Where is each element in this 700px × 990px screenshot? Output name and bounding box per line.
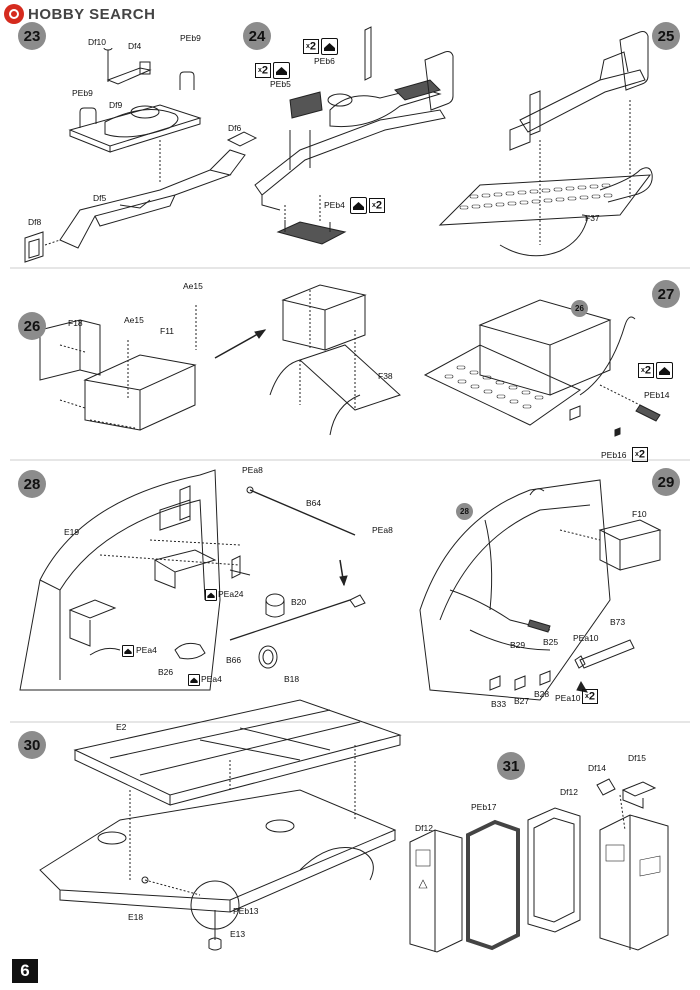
photo-etch-icon [205, 589, 217, 601]
step-23-badge: 23 [18, 22, 46, 50]
qty-value: 2 [588, 690, 596, 703]
part-label-b28: B28 [534, 689, 550, 699]
part-label-ae15: Ae15 [183, 281, 203, 291]
qty-pea10: x2 [582, 689, 599, 704]
step24-drawing [254, 26, 454, 245]
step30-drawing [39, 699, 402, 951]
part-label-df5: Df5 [93, 193, 107, 203]
part-label-e19: E19 [64, 527, 80, 537]
photo-etch-icon [656, 362, 674, 379]
part-label-peb5: PEb5 [270, 79, 291, 89]
part-label-df15: Df15 [628, 753, 646, 763]
photo-etch-icon [188, 674, 200, 686]
part-label-df4: Df4 [128, 41, 142, 51]
step29-drawing [419, 479, 662, 701]
part-label-df12: Df12 [560, 787, 578, 797]
part-label-pea10: PEa10 [573, 633, 599, 643]
part-label-peb4: PEb4 [324, 200, 345, 210]
qty-value: 2 [375, 199, 383, 212]
part-label-pea4: PEa4 [201, 674, 222, 684]
part-label-b18: B18 [284, 674, 300, 684]
part-label-e2: E2 [116, 722, 127, 732]
photo-etch-icon [321, 38, 339, 55]
qty-value: 2 [644, 364, 652, 377]
photo-etch-icon [122, 645, 134, 657]
step25-drawing [438, 31, 653, 257]
step-29-badge: 29 [652, 468, 680, 496]
part-label-b20: B20 [291, 597, 307, 607]
part-label-peb17: PEb17 [471, 802, 497, 812]
part-label-df14: Df14 [588, 763, 606, 773]
part-label-f38: F38 [378, 371, 393, 381]
step-27-badge: 27 [652, 280, 680, 308]
part-label-df8: Df8 [28, 217, 42, 227]
part-label-df10: Df10 [88, 37, 106, 47]
part-label-peb16: PEb16 [601, 450, 627, 460]
qty-peb5: x2 [255, 62, 291, 79]
part-label-b26: B26 [158, 667, 174, 677]
qty-value: 2 [309, 40, 317, 53]
part-label-peb9: PEb9 [180, 33, 201, 43]
part-label-peb9: PEb9 [72, 88, 93, 98]
photo-etch-icon [273, 62, 291, 79]
part-label-df6: Df6 [228, 123, 242, 133]
qty-peb6: x2 [303, 38, 339, 55]
photo-etch-icon [350, 197, 367, 214]
step27-drawing [423, 299, 661, 437]
hobby-search-logo: HOBBY SEARCH [4, 3, 155, 25]
part-label-b25: B25 [543, 637, 559, 647]
part-label-df12: Df12 [415, 823, 433, 833]
part-label-pea8: PEa8 [242, 465, 263, 475]
qty-value: 2 [261, 64, 269, 77]
step28-drawing [19, 469, 366, 691]
part-label-f18: F18 [68, 318, 83, 328]
qty-peb14: x2 [638, 362, 674, 379]
step-ref-28-badge: 28 [456, 503, 473, 520]
step26-drawing [39, 284, 401, 436]
step23-drawing [24, 47, 258, 263]
step-25-badge: 25 [652, 22, 680, 50]
part-label-peb14: PEb14 [644, 390, 670, 400]
part-label-peb13: PEb13 [233, 906, 259, 916]
step-24-badge: 24 [243, 22, 271, 50]
step-ref-26-badge: 26 [571, 300, 588, 317]
part-label-f10: F10 [632, 509, 647, 519]
part-label-ae15: Ae15 [124, 315, 144, 325]
part-label-df9: Df9 [109, 100, 123, 110]
part-label-pea10: PEa10 [555, 693, 581, 703]
panel-dividers [10, 267, 690, 723]
part-label-b73: B73 [610, 617, 626, 627]
part-label-peb6: PEb6 [314, 56, 335, 66]
step-28-badge: 28 [18, 470, 46, 498]
page-number: 6 [12, 959, 38, 983]
step-30-badge: 30 [18, 731, 46, 759]
part-label-b66: B66 [226, 655, 242, 665]
step-31-badge: 31 [497, 752, 525, 780]
logo-text: HOBBY SEARCH [28, 5, 156, 23]
part-label-pea4: PEa4 [136, 645, 157, 655]
part-label-b27: B27 [514, 696, 530, 706]
part-label-b64: B64 [306, 498, 322, 508]
logo-badge-icon [4, 4, 24, 24]
part-label-e13: E13 [230, 929, 246, 939]
part-label-b29: B29 [510, 640, 526, 650]
qty-value: 2 [638, 448, 646, 461]
step-26-badge: 26 [18, 312, 46, 340]
qty-peb4: x2 [350, 197, 386, 214]
qty-peb16: x2 [632, 447, 649, 462]
step31-drawing [409, 778, 669, 953]
part-label-pea24: PEa24 [218, 589, 244, 599]
part-label-e18: E18 [128, 912, 144, 922]
part-label-f11: F11 [160, 326, 175, 336]
part-label-b33: B33 [491, 699, 507, 709]
part-label-pea8: PEa8 [372, 525, 393, 535]
part-label-f37: F37 [585, 213, 600, 223]
